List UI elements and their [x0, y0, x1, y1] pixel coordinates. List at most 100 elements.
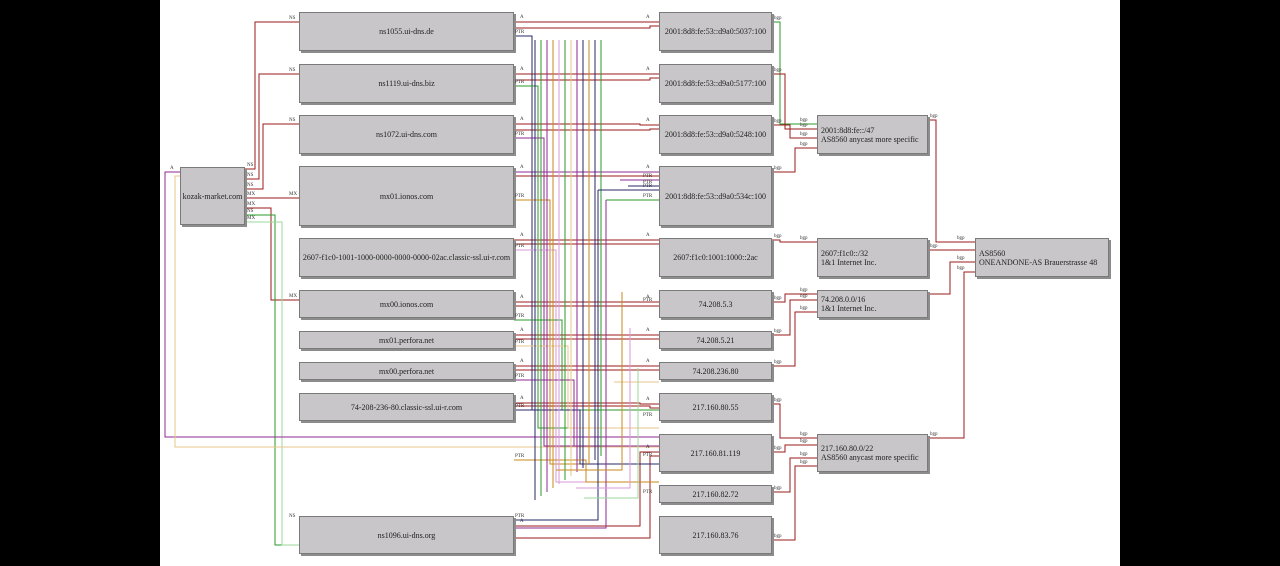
prefix-cidr: 217.160.80.0/22: [821, 444, 874, 453]
edge-label-mx: MX: [247, 216, 256, 221]
edge-label-bgp: bgp: [957, 266, 965, 271]
ptr-edge: [584, 368, 639, 499]
prefix-cidr: 2607:f1c0::/32: [821, 248, 869, 258]
domain-host-edge: [245, 123, 299, 190]
bgp-edge: [772, 403, 817, 439]
ip-node-12: 217.160.83.76: [659, 516, 772, 554]
ptr-edge: [514, 459, 659, 483]
edge-label-ptr: PTR: [515, 514, 525, 519]
edge-label-ptr: PTR: [643, 298, 653, 303]
edge-label-bgp: bgp: [800, 123, 808, 128]
host-label: ns1119.ui-dns.biz: [378, 79, 435, 88]
asn-node: AS8560 ONEANDONE-AS Brauerstrasse 48: [975, 238, 1109, 277]
ip-node-1: 2001:8d8:fe:53::d9a0:5037:100: [659, 12, 772, 51]
host-label: ns1072.ui-dns.com: [376, 130, 437, 139]
edge-label-a: A: [646, 359, 650, 364]
ip-label: 2001:8d8:fe:53::d9a0:534c:100: [665, 191, 766, 201]
edge-label-a: A: [646, 397, 650, 402]
host-node-ns1072: ns1072.ui-dns.com: [299, 115, 514, 154]
edge-label-bgp: bgp: [774, 68, 782, 73]
edge-label-ptr: PTR: [515, 80, 525, 85]
ip-label: 74.208.5.3: [698, 299, 733, 309]
ip-node-3: 2001:8d8:fe:53::d9a0:5248:100: [659, 115, 772, 154]
edge-label-bgp: bgp: [774, 486, 782, 491]
bgp-edge: [772, 293, 817, 303]
edge-label-ptr: PTR: [515, 404, 525, 409]
edge-label-bgp: bgp: [774, 360, 782, 365]
ip-label: 2607:f1c0:1001:1000::2ac: [673, 253, 758, 262]
host-node-classic-ssl-v6: 2607-f1c0-1001-1000-0000-0000-0000-02ac.…: [299, 238, 514, 277]
ip-label: 2001:8d8:fe:53::d9a0:5248:100: [664, 130, 767, 139]
bgp-edge: [928, 119, 975, 243]
edge-label-bgp: bgp: [774, 234, 782, 239]
ip-node-5: 2607:f1c0:1001:1000::2ac: [659, 238, 772, 277]
edge-label-ptr: PTR: [643, 194, 653, 199]
prefix-node-2: 2607:f1c0::/32 1&1 Internet Inc.: [817, 238, 928, 277]
ptr-edge: [514, 345, 659, 429]
bgp-edge: [772, 457, 817, 493]
edge-label-a: A: [646, 328, 650, 333]
bgp-edge: [772, 311, 817, 367]
a-record-edge: [514, 451, 659, 527]
prefix-node-4: 217.160.80.0/22 AS8560 anycast more spec…: [817, 434, 928, 472]
edge-label-ns: NS: [247, 209, 254, 214]
edge-label-bgp: bgp: [774, 398, 782, 403]
bgp-edge: [928, 261, 975, 295]
host-label: mx01.ionos.com: [379, 191, 434, 201]
ip-label: 217.160.83.76: [692, 530, 739, 540]
a-record-edge: [514, 402, 659, 405]
edge-label-ns: NS: [289, 118, 296, 123]
edge-label-ptr: PTR: [515, 132, 525, 137]
edge-label-a: A: [170, 166, 174, 171]
bgp-edge: [772, 73, 817, 130]
domain-host-edge: [245, 214, 299, 546]
edge-label-bgp: bgp: [774, 166, 782, 171]
edge-label-a: A: [646, 233, 650, 238]
ip-label: 2001:8d8:fe:53::d9a0:5177:100: [664, 79, 767, 88]
ip-node-7: 74.208.5.21: [659, 331, 772, 349]
edge-label-ptr: PTR: [515, 374, 525, 379]
host-label: mx00.perfora.net: [378, 366, 435, 376]
edge-label-bgp: bgp: [930, 432, 938, 437]
ip-node-4: 2001:8d8:fe:53::d9a0:534c:100: [659, 166, 772, 226]
edge-label-bgp: bgp: [800, 306, 808, 311]
bgp-edge: [772, 21, 817, 125]
domain-host-edge: [245, 207, 299, 301]
a-record-edge: [514, 123, 659, 126]
edge-label-bgp: bgp: [930, 114, 938, 119]
loop-edge: [174, 175, 660, 448]
edge-label-ptr: PTR: [643, 490, 653, 495]
host-label: 74-208-236-80.classic-ssl.ui-r.com: [350, 402, 463, 412]
edge-label-bgp: bgp: [774, 16, 782, 21]
edge-label-a: A: [520, 396, 524, 401]
prefix-cidr: 2001:8d8:fe::/47: [821, 125, 875, 135]
edge-label-a: A: [646, 295, 650, 300]
edge-label-ptr: PTR: [643, 453, 653, 458]
host-node-ns1096: ns1096.ui-dns.org: [299, 516, 514, 554]
ip-node-10: 217.160.81.119: [659, 434, 772, 472]
edge-label-bgp: bgp: [800, 432, 808, 437]
ip-label: 217.160.82.72: [692, 489, 739, 499]
edge-label-bgp: bgp: [800, 132, 808, 137]
edge-label-ns: NS: [247, 173, 254, 178]
edge-label-ns: NS: [247, 163, 254, 168]
ptr-edge: [514, 35, 659, 411]
asn-number: AS8560: [979, 248, 1006, 258]
edge-label-bgp: bgp: [957, 256, 965, 261]
edge-label-a: A: [520, 519, 524, 524]
edge-label-bgp: bgp: [800, 452, 808, 457]
bgp-edge: [772, 239, 817, 243]
ptr-edge: [514, 319, 659, 411]
edge-label-a: A: [646, 15, 650, 20]
ip-node-11: 217.160.82.72: [659, 485, 772, 503]
edge-label-ptr: PTR: [643, 174, 653, 179]
edge-label-bgp: bgp: [800, 142, 808, 147]
prefix-owner: AS8560 anycast more specific: [821, 134, 919, 144]
edge-label-bgp: bgp: [774, 119, 782, 124]
host-label: 2607-f1c0-1001-1000-0000-0000-0000-02ac.…: [302, 253, 511, 262]
asn-org: ONEANDONE-AS Brauerstrasse 48: [979, 257, 1098, 267]
prefix-cidr: 74.208.0.0/16: [821, 295, 866, 304]
edge-label-a: A: [520, 295, 524, 300]
host-node-classic-ssl-v4: 74-208-236-80.classic-ssl.ui-r.com: [299, 393, 514, 421]
host-label: ns1096.ui-dns.org: [377, 530, 436, 540]
